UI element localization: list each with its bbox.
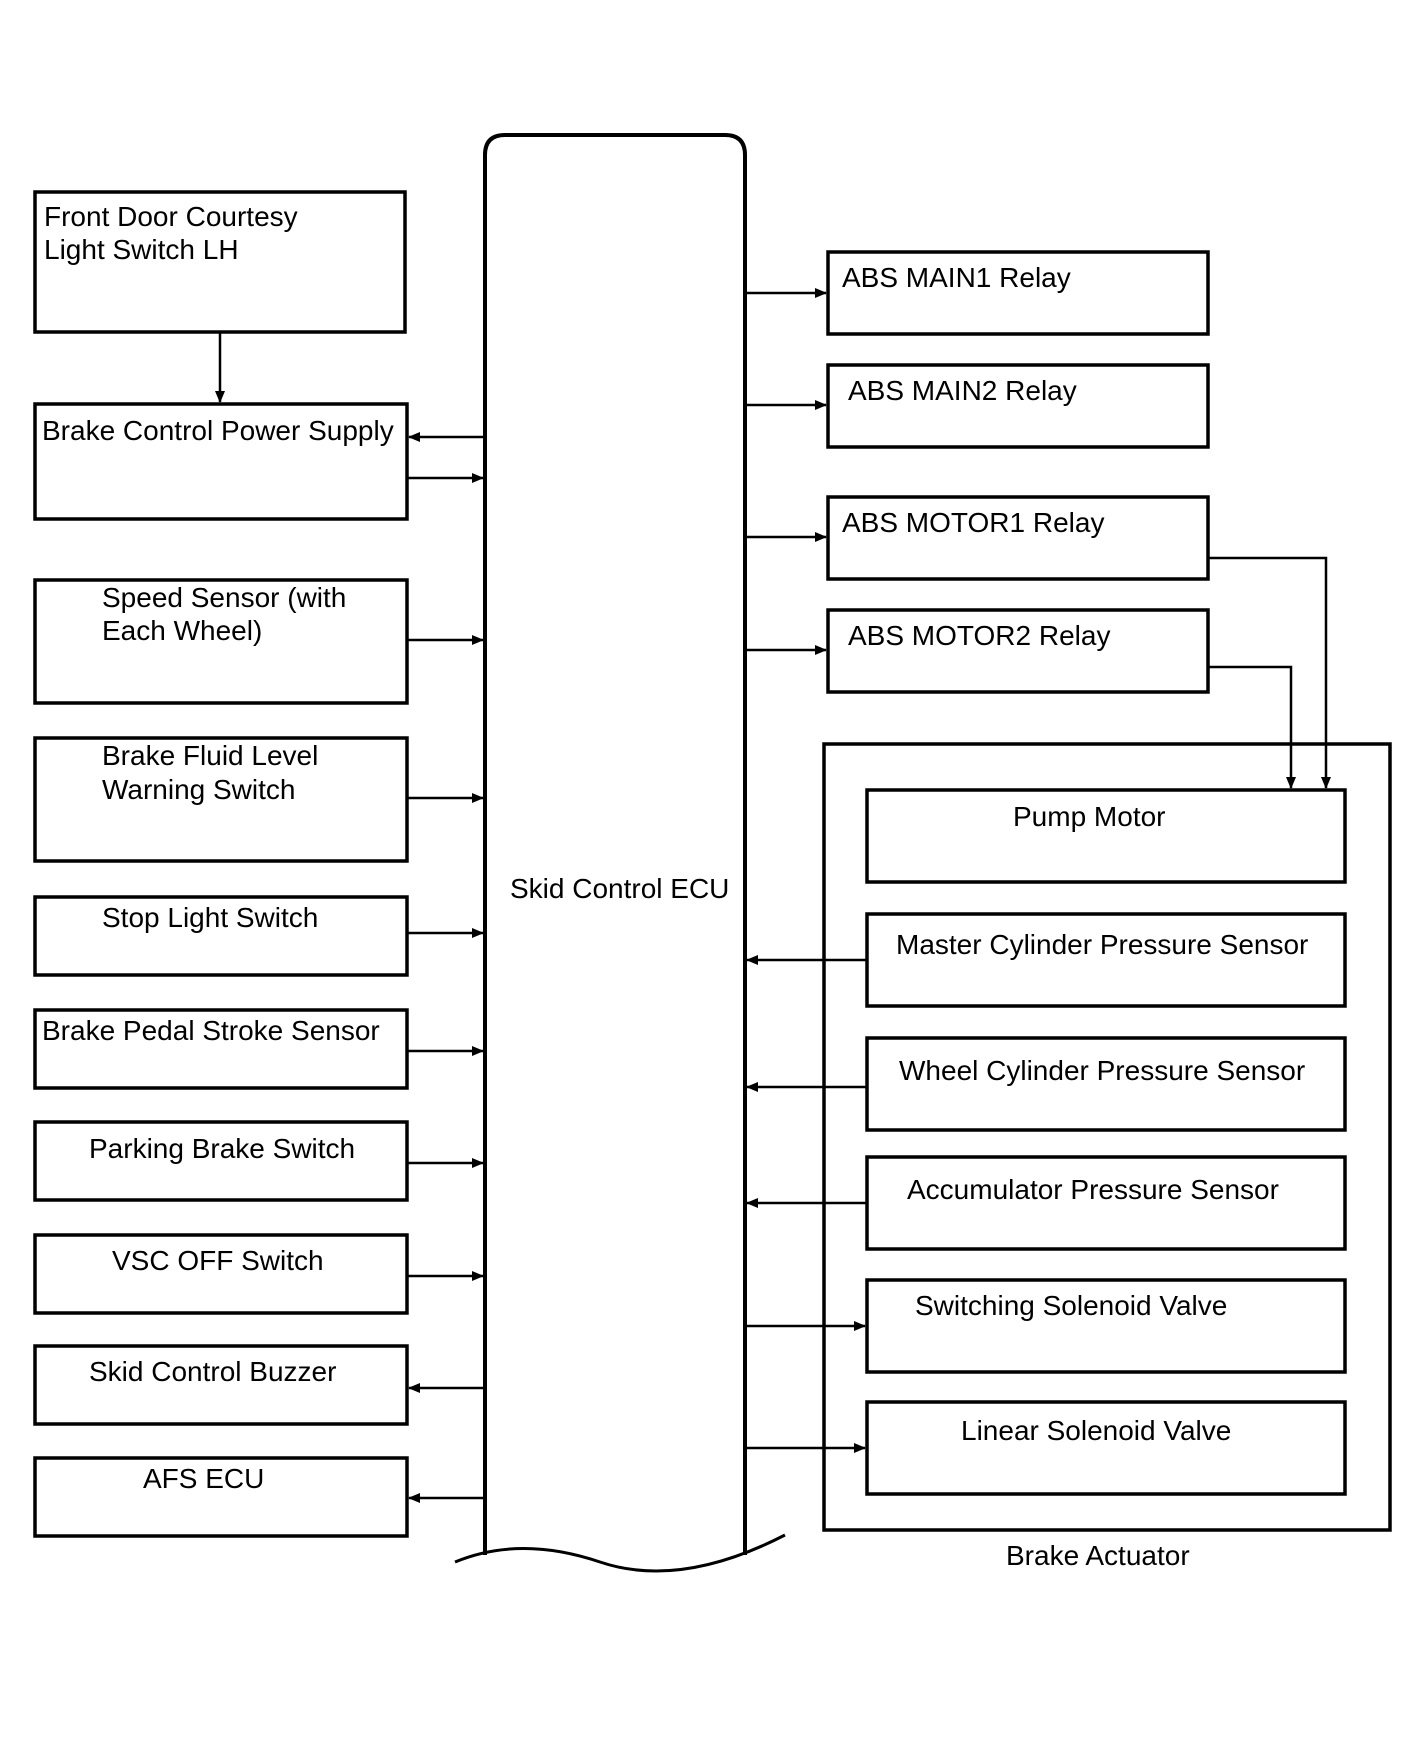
speed-sensor-label-1: Speed Sensor (with [102,582,346,613]
speed-sensor-block: Speed Sensor (with Each Wheel) [33,578,409,705]
skid-control-buzzer-label: Skid Control Buzzer [89,1356,336,1387]
left-connections [215,332,485,1503]
motor1-to-pump-arrow [1208,556,1331,789]
pedal-stroke-sensor-block: Brake Pedal Stroke Sensor [33,1008,409,1090]
brake-actuator-label: Brake Actuator [1006,1540,1190,1571]
linear-valve-label: Linear Solenoid Valve [961,1415,1231,1446]
ecu-label: Skid Control ECU [510,873,729,904]
fluid-level-label-1: Brake Fluid Level [102,740,318,771]
switching-valve-block: Switching Solenoid Valve [865,1278,1347,1374]
abs-motor1-relay-block: ABS MOTOR1 Relay [826,495,1210,581]
brake-actuator: Brake Actuator Pump Motor Master Cylinde… [822,742,1392,1571]
parking-brake-switch-block: Parking Brake Switch [33,1120,409,1202]
accumulator-sensor-label: Accumulator Pressure Sensor [907,1174,1279,1205]
wheel-cylinder-sensor-label: Wheel Cylinder Pressure Sensor [899,1055,1305,1086]
pump-motor-label: Pump Motor [1013,801,1166,832]
parking-brake-switch-label: Parking Brake Switch [89,1133,355,1164]
vsc-off-switch-label: VSC OFF Switch [112,1245,324,1276]
afs-ecu-block: AFS ECU [33,1456,409,1538]
linear-valve-block: Linear Solenoid Valve [865,1400,1347,1496]
stop-light-switch-label: Stop Light Switch [102,902,318,933]
right-connections [745,288,1331,1453]
pedal-stroke-sensor-label: Brake Pedal Stroke Sensor [42,1015,380,1046]
motor2-to-pump-arrow [1208,665,1296,789]
speed-sensor-label-2: Each Wheel) [102,615,262,646]
skid-control-ecu: Skid Control ECU [454,133,786,1573]
abs-motor2-relay-label: ABS MOTOR2 Relay [848,620,1110,651]
power-supply-block: Brake Control Power Supply [33,402,409,521]
courtesy-switch-block: Front Door Courtesy Light Switch LH [33,190,407,334]
wheel-cylinder-sensor-block: Wheel Cylinder Pressure Sensor [865,1036,1347,1132]
abs-motor1-relay-label: ABS MOTOR1 Relay [842,507,1104,538]
abs-motor2-relay-block: ABS MOTOR2 Relay [826,608,1210,694]
abs-main1-relay-label: ABS MAIN1 Relay [842,262,1071,293]
stop-light-switch-block: Stop Light Switch [33,895,409,977]
switching-valve-label: Switching Solenoid Valve [915,1290,1227,1321]
master-cylinder-sensor-block: Master Cylinder Pressure Sensor [865,912,1347,1008]
master-cylinder-sensor-label: Master Cylinder Pressure Sensor [896,929,1308,960]
vsc-off-switch-block: VSC OFF Switch [33,1233,409,1315]
accumulator-sensor-block: Accumulator Pressure Sensor [865,1155,1347,1251]
fluid-level-block: Brake Fluid Level Warning Switch [33,736,409,863]
abs-main2-relay-label: ABS MAIN2 Relay [848,375,1077,406]
courtesy-switch-label-1: Front Door Courtesy [44,201,298,232]
courtesy-switch-label-2: Light Switch LH [44,234,239,265]
pump-motor-block: Pump Motor [865,788,1347,884]
afs-ecu-label: AFS ECU [143,1463,264,1494]
abs-main2-relay-block: ABS MAIN2 Relay [826,363,1210,449]
skid-control-buzzer-block: Skid Control Buzzer [33,1344,409,1426]
power-supply-label: Brake Control Power Supply [42,415,394,446]
abs-main1-relay-block: ABS MAIN1 Relay [826,250,1210,336]
fluid-level-label-2: Warning Switch [102,774,295,805]
